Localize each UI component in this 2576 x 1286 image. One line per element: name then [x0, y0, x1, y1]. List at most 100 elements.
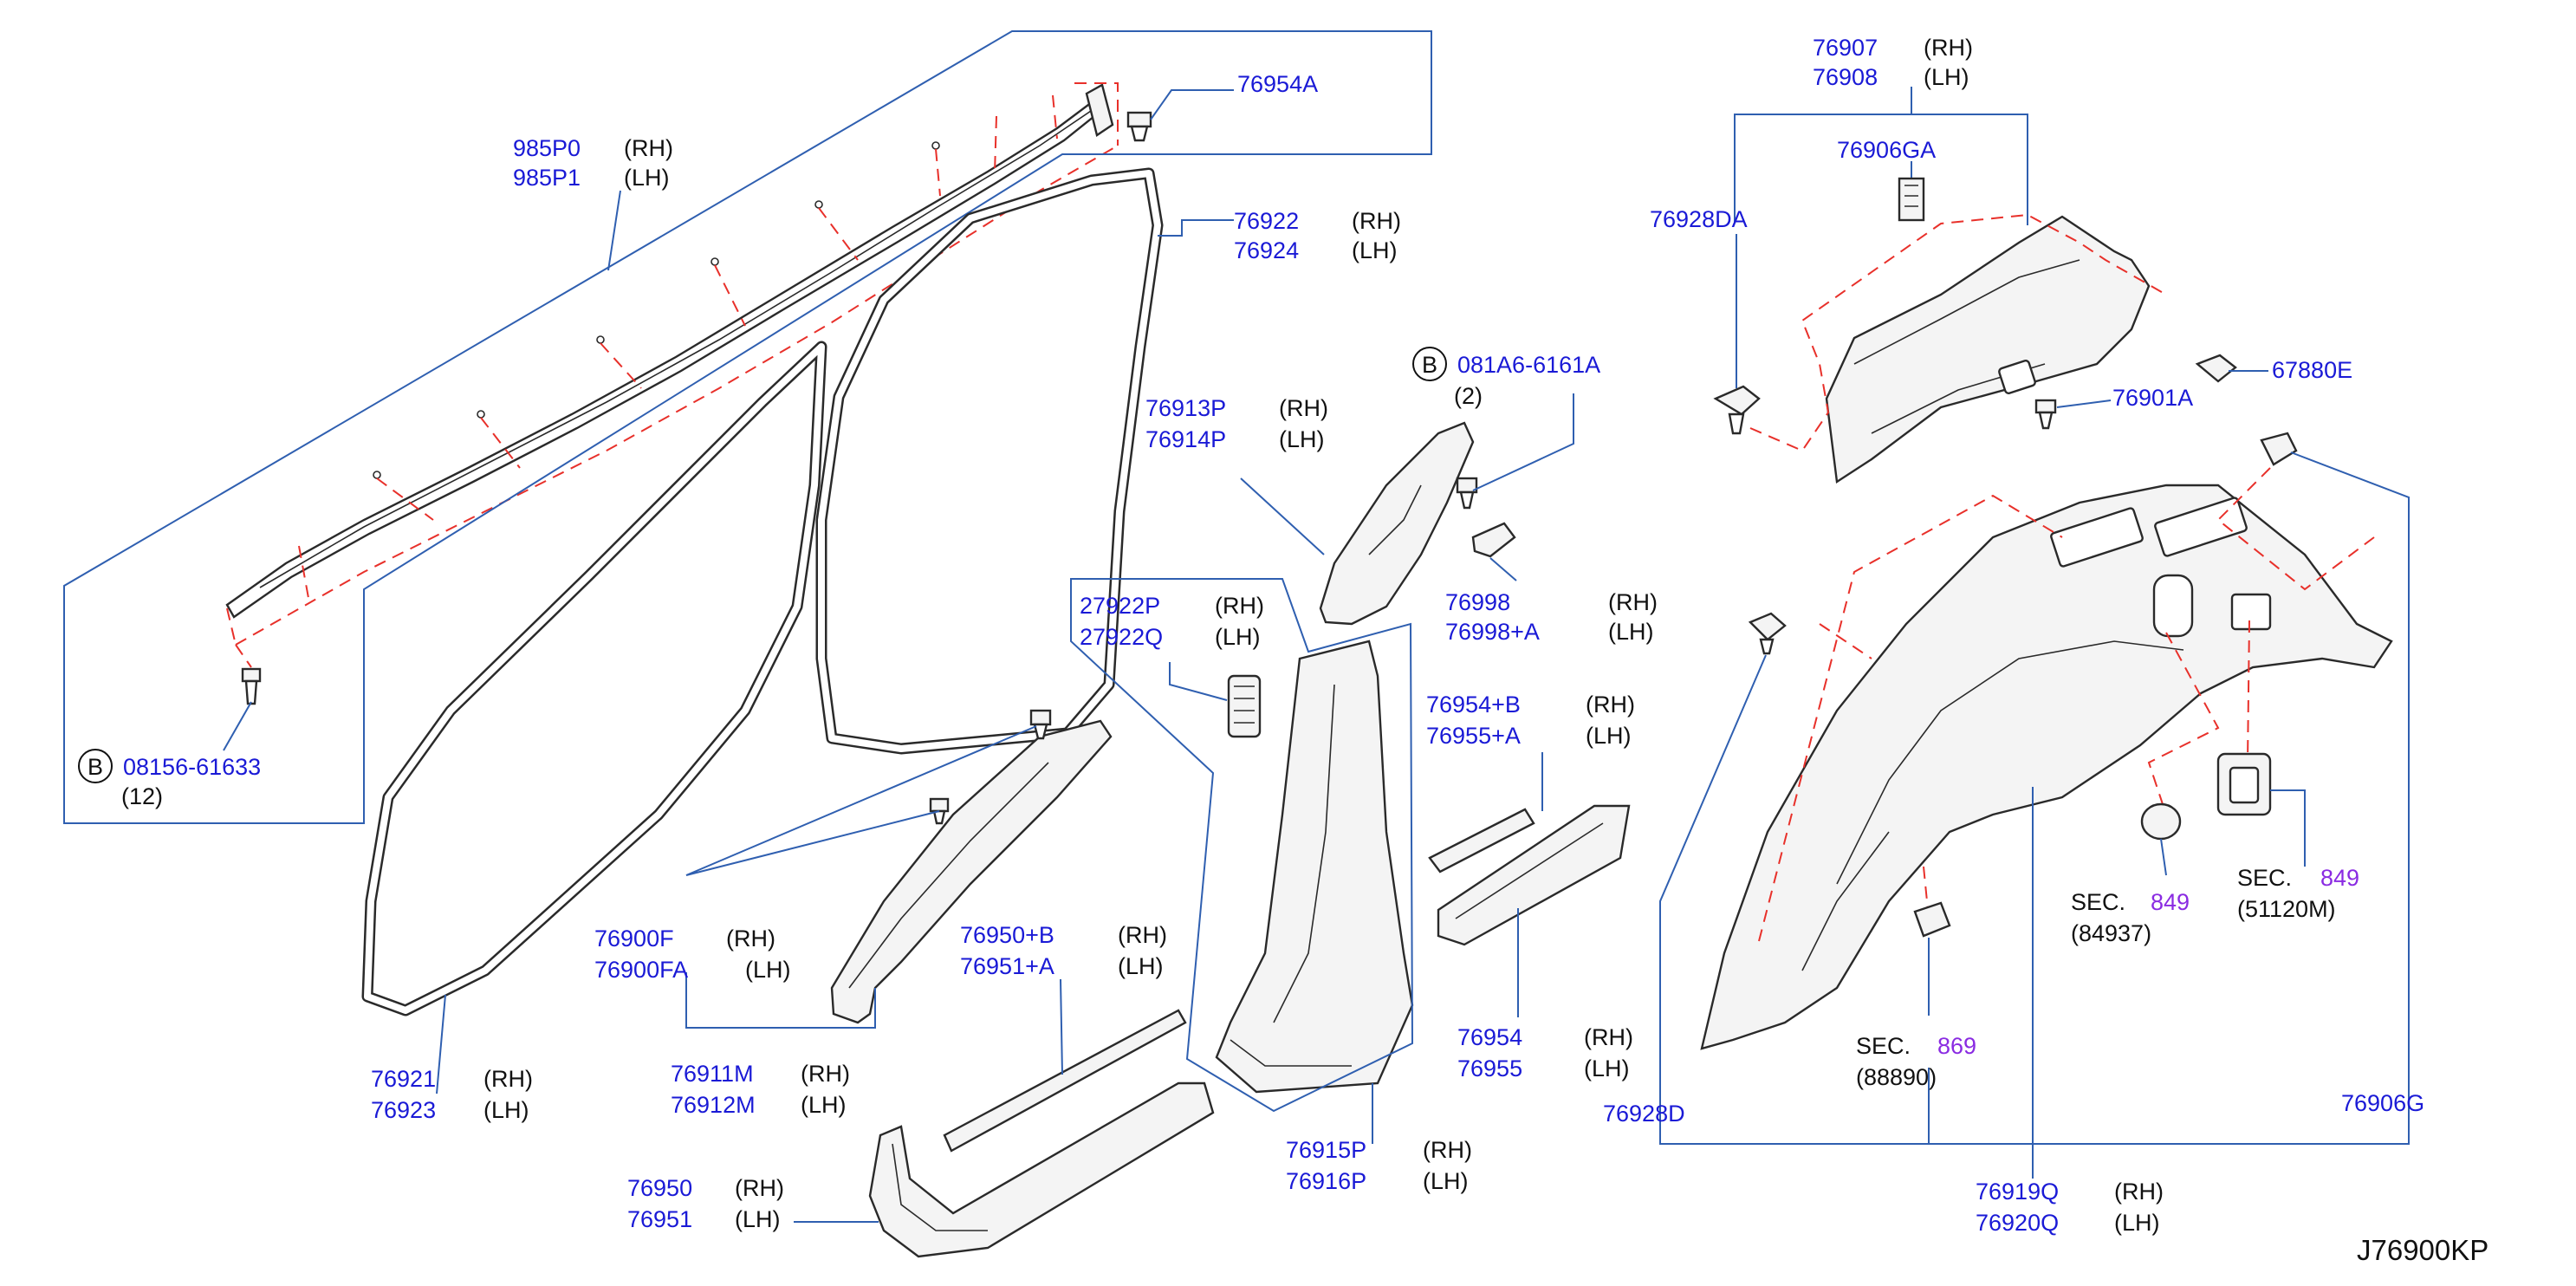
leader-76911m: [685, 972, 876, 1029]
label-76908: 76908: [1813, 64, 1878, 90]
bolt-08156-marker-letter: B: [88, 754, 103, 780]
label-985p1-side: (LH): [624, 165, 670, 191]
label-76900fa-side: (LH): [745, 957, 791, 983]
pillar-clip-upper-icon: [1029, 709, 1052, 740]
leader-76954a: [1150, 89, 1234, 120]
label-76951a: 76951+A: [960, 953, 1054, 979]
label-081a6-qty: (2): [1454, 383, 1483, 409]
label-67880e: 67880E: [2272, 357, 2352, 383]
leader-sec849a: [2160, 838, 2167, 876]
label-76912m: 76912M: [671, 1092, 756, 1118]
button-clip-icon: [2195, 354, 2237, 383]
screw-icon: [2034, 399, 2057, 430]
label-76919q-side: (RH): [2114, 1179, 2164, 1205]
label-27922p-side: (RH): [1215, 593, 1264, 619]
label-76911m-side: (RH): [801, 1061, 850, 1087]
sec-849-grommet-icon: [2140, 802, 2182, 841]
label-76920q-side: (LH): [2114, 1210, 2160, 1236]
top-clip-icon: [1898, 177, 1925, 222]
label-76900f-side: (RH): [726, 926, 775, 952]
label-76912m-side: (LH): [801, 1092, 847, 1118]
belt-adjuster-icon: [1227, 674, 1262, 738]
label-76922: 76922: [1234, 208, 1299, 234]
label-76923: 76923: [371, 1097, 436, 1123]
label-76921-side: (RH): [483, 1066, 533, 1092]
label-76998a-side: (LH): [1608, 619, 1654, 645]
label-76954b: 76954+B: [1426, 692, 1521, 718]
leader-sec849b: [2270, 789, 2306, 867]
bolt-76954a-icon: [1126, 111, 1152, 142]
left-clip-icon: [1713, 385, 1761, 435]
label-sec869-part: (88890): [1856, 1064, 1937, 1090]
d-pillar-garnish: [1825, 215, 2151, 484]
leader-76901a: [2056, 399, 2112, 408]
label-08156: 08156-61633: [123, 754, 261, 780]
b-pillar-callout-frame: [1070, 578, 1414, 1113]
rear-scuff-insert: [1428, 808, 1535, 874]
label-76919q: 76919Q: [1976, 1179, 2059, 1205]
label-76901a: 76901A: [2112, 385, 2193, 411]
label-sec869-page: 869: [1937, 1033, 1976, 1059]
label-76951a-side: (LH): [1118, 953, 1164, 979]
front-scuff-insert: [943, 1009, 1187, 1153]
bolt-081a6-icon: [1456, 477, 1478, 510]
d-pillar-dashed-locator: [1749, 213, 2167, 452]
label-76998-side: (RH): [1608, 589, 1658, 615]
leader-27922p: [1169, 662, 1228, 701]
leader-76998: [1489, 557, 1517, 581]
label-76950-side: (RH): [735, 1175, 784, 1201]
pillar-cap-icon: [1471, 522, 1516, 558]
label-76923-side: (LH): [483, 1097, 529, 1123]
sec-869-clip-icon: [1913, 901, 1951, 938]
quarter-dashed-locator: [1758, 467, 2375, 942]
leader-76921: [436, 994, 446, 1094]
label-76950b-side: (RH): [1118, 922, 1167, 948]
label-76951-side: (LH): [735, 1206, 781, 1232]
label-76921: 76921: [371, 1066, 436, 1092]
label-76913p: 76913P: [1145, 395, 1226, 421]
curtain-airbag-seam: [259, 108, 1094, 588]
label-76955a-side: (LH): [1586, 723, 1632, 749]
label-76954-side: (RH): [1584, 1024, 1633, 1050]
airbag-mount-point: [931, 141, 940, 150]
grommet-icon: [2260, 432, 2298, 466]
leader-76900f: [685, 725, 1037, 876]
label-76907: 76907: [1813, 35, 1878, 61]
label-985p0-side: (RH): [624, 135, 673, 161]
label-76954: 76954: [1457, 1024, 1522, 1050]
label-sec849a-part: (84937): [2071, 920, 2151, 946]
label-76950: 76950: [627, 1175, 692, 1201]
label-76924-side: (LH): [1352, 237, 1398, 263]
label-76920q: 76920Q: [1976, 1210, 2059, 1236]
label-76915p-side: (RH): [1423, 1137, 1472, 1163]
front-scuff-plate: [868, 1081, 1215, 1258]
rear-scuff-plate: [1437, 804, 1631, 946]
label-76914p-side: (LH): [1279, 426, 1325, 452]
label-76916p: 76916P: [1286, 1168, 1366, 1194]
label-76922-side: (RH): [1352, 208, 1401, 234]
label-76954a: 76954A: [1237, 71, 1318, 97]
label-76907-side: (RH): [1924, 35, 1973, 61]
airbag-mount-point: [477, 410, 485, 419]
airbag-mount-point: [373, 471, 381, 479]
label-76950b: 76950+B: [960, 922, 1054, 948]
leader-76922: [1158, 219, 1234, 237]
airbag-mount-point: [596, 335, 605, 344]
front-door-weatherstrip: [815, 167, 1164, 755]
airbag-inflator: [1085, 83, 1114, 137]
label-76900fa: 76900FA: [594, 957, 688, 983]
d-pillar-callout-frame: [1734, 114, 2028, 225]
label-27922p: 27922P: [1080, 593, 1160, 619]
label-76955-side: (LH): [1584, 1055, 1630, 1081]
label-76955: 76955: [1457, 1055, 1522, 1081]
label-76998: 76998: [1445, 589, 1510, 615]
leader-08156: [223, 701, 252, 751]
bolt-08156-leader-dash: [235, 644, 252, 668]
leader-76913p: [1240, 477, 1325, 555]
label-76998a: 76998+A: [1445, 619, 1540, 645]
airbag-mount-point: [711, 257, 719, 266]
leader-76950b: [1060, 978, 1063, 1075]
label-76924: 76924: [1234, 237, 1299, 263]
